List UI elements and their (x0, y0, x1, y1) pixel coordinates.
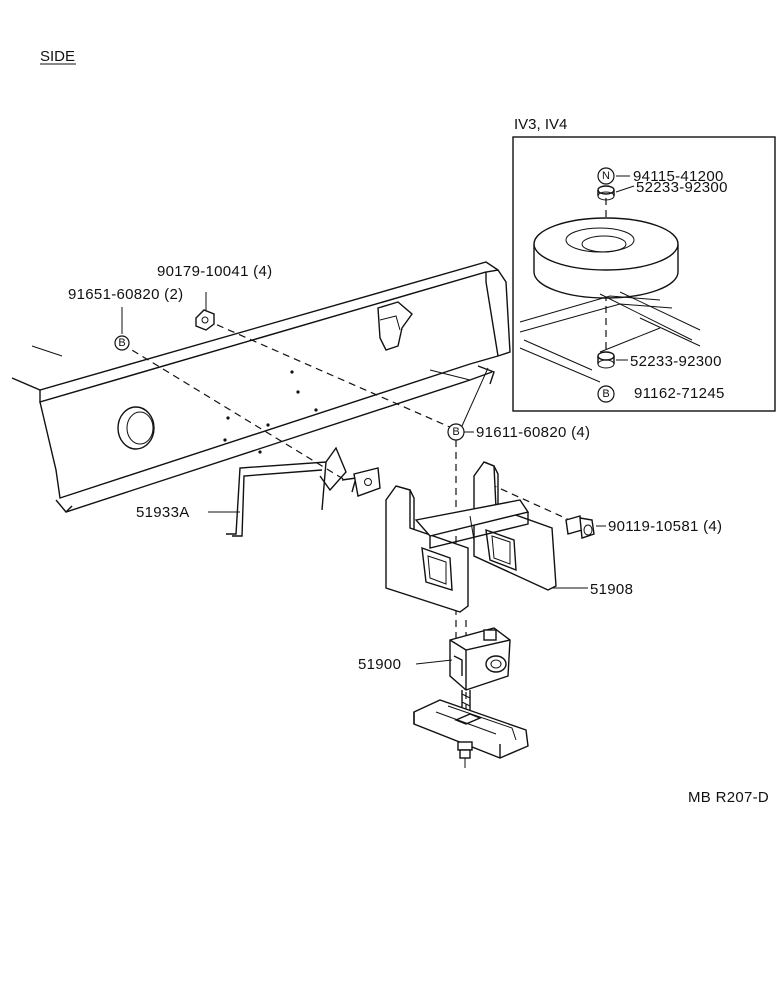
callout-90119: 90119-10581 (4) (608, 518, 722, 535)
badge-bolt-91611: B (447, 423, 465, 441)
svg-text:B: B (118, 337, 125, 349)
callout-91611: 91611-60820 (4) (476, 424, 590, 441)
bolt-90119 (565, 515, 595, 539)
callout-51908: 51908 (590, 581, 633, 598)
center-line-90119 (489, 483, 575, 523)
rail-plug-hole (117, 406, 155, 450)
inset-badge-b: B (597, 385, 615, 403)
inset-part-91162: 91162-71245 (634, 385, 725, 402)
callout-51900: 51900 (358, 656, 401, 673)
nut-90179 (195, 309, 215, 331)
tire-hanger-plate (413, 699, 529, 768)
callout-51933a: 51933A (136, 504, 190, 521)
inset-iv3-iv4: IV3, IV4 N 94115-41200 52233-92300 (512, 116, 776, 412)
svg-text:B: B (602, 388, 609, 400)
badge-bolt-91651: B (114, 335, 130, 351)
hanger-rod-51933a (226, 446, 381, 537)
rail-tab (377, 301, 413, 351)
frame-rail (11, 261, 511, 513)
drawing-code: MB R207-D (688, 789, 769, 806)
center-line-91651 (121, 343, 346, 481)
view-label: SIDE (40, 48, 75, 65)
inset-badge-n: N (597, 167, 615, 185)
inset-part-94115: 94115-41200 (633, 168, 724, 185)
spare-carrier-winch-51900 (449, 627, 511, 715)
center-line-90179 (205, 319, 453, 429)
callout-90179: 90179-10041 (4) (157, 263, 272, 280)
inset-part-52233-top: 52233-92300 (636, 179, 728, 196)
svg-text:N: N (602, 170, 610, 182)
inset-spare-tire (533, 217, 679, 299)
carrier-bracket-51908 (385, 461, 557, 613)
svg-text:B: B (452, 426, 459, 438)
inset-part-52233-bottom: 52233-92300 (630, 353, 722, 370)
callout-91651: 91651-60820 (2) (68, 286, 183, 303)
inset-title: IV3, IV4 (514, 116, 567, 133)
